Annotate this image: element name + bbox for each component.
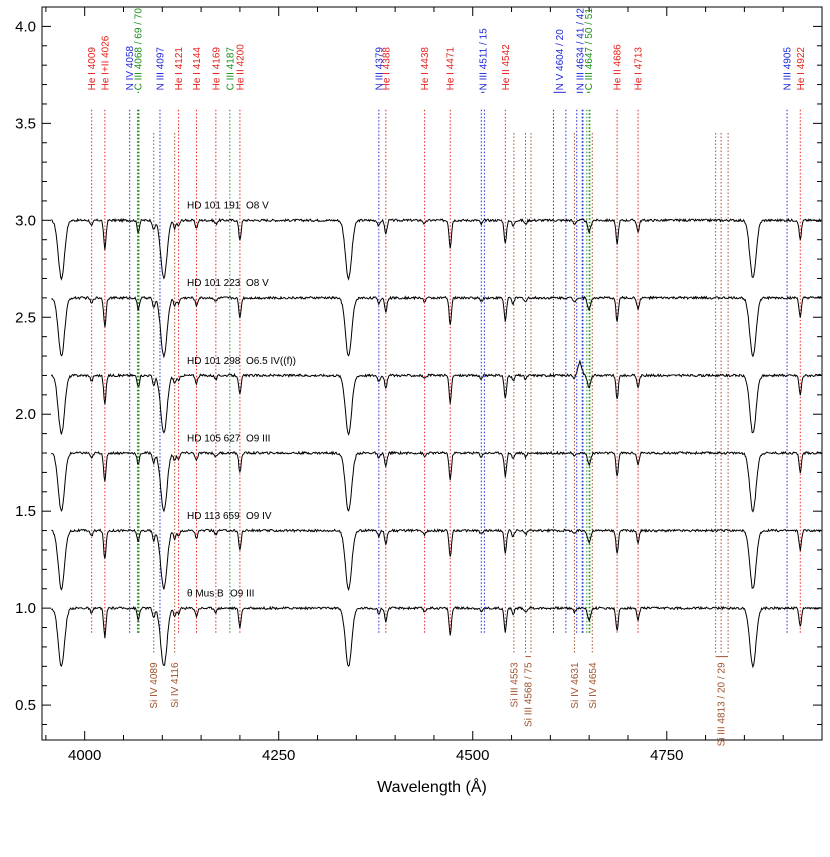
spectrum-line bbox=[50, 359, 822, 436]
y-tick-label: 0.5 bbox=[15, 697, 36, 714]
line-id-label: He II 4686 bbox=[613, 44, 624, 91]
si-line-label: Si III 4553 bbox=[509, 662, 520, 707]
x-tick-label: 4750 bbox=[650, 747, 683, 764]
y-axis-ticks: 0.5 1.0 1.5 2.0 2.5 3.0 3.5 4.0 bbox=[15, 18, 822, 725]
line-id-label: He I 4471 bbox=[446, 47, 457, 91]
line-id-label: He I 4009 bbox=[87, 47, 98, 91]
line-id-label: He I 4121 bbox=[174, 47, 185, 91]
star-sptype: O6.5 IV((f)) bbox=[246, 356, 296, 367]
y-tick-label: 1.5 bbox=[15, 503, 36, 520]
si-line-label: Si IV 4089 bbox=[149, 662, 160, 709]
line-id-markers bbox=[91, 91, 801, 658]
line-id-label: N III 4097 bbox=[155, 47, 166, 91]
line-id-label: He I 4438 bbox=[420, 47, 431, 91]
line-id-label: C III 4068 / 69 / 70 bbox=[134, 8, 145, 91]
spectrum-line bbox=[51, 217, 822, 281]
y-tick-label: 2.5 bbox=[15, 309, 36, 326]
y-tick-label: 2.0 bbox=[15, 406, 36, 423]
line-id-label: N V 4604 / 20 bbox=[555, 29, 566, 91]
star-name: HD 113 659 bbox=[187, 511, 240, 522]
x-tick-label: 4000 bbox=[68, 747, 101, 764]
line-id-label: N III 4511 / 15 bbox=[478, 28, 489, 91]
star-sptype: O9 IV bbox=[246, 511, 272, 522]
line-id-label: N III 4379 bbox=[374, 47, 385, 91]
line-id-label: N IV 4058 bbox=[125, 45, 136, 90]
spectrum-line bbox=[50, 450, 822, 513]
line-id-label: He I 4713 bbox=[634, 47, 645, 91]
spectrum-line bbox=[51, 528, 822, 592]
x-axis-ticks: 4000 4250 4500 4750 bbox=[45, 7, 823, 764]
star-name: HD 105 627 bbox=[187, 433, 241, 444]
si-line-label: Si III 4568 / 75 bbox=[523, 662, 534, 727]
y-tick-label: 3.0 bbox=[15, 212, 36, 229]
star-name: θ Mus B bbox=[187, 589, 224, 600]
x-tick-label: 4250 bbox=[262, 747, 295, 764]
star-labels: HD 101 191 O8 V HD 101 223 O8 V HD 101 298 O6… bbox=[187, 201, 296, 600]
spectrum-line bbox=[50, 605, 822, 669]
line-id-label: He I 4144 bbox=[192, 47, 203, 91]
x-axis-label: Wavelength (Å) bbox=[377, 777, 487, 796]
star-name: HD 101 223 bbox=[187, 278, 241, 289]
star-sptype: O8 V bbox=[246, 201, 269, 212]
line-id-label: C III 4187 bbox=[225, 47, 236, 91]
x-tick-label: 4500 bbox=[456, 747, 489, 764]
line-id-label: N III 4905 bbox=[783, 47, 794, 91]
line-id-label: C III 4647 / 50 / 51 bbox=[584, 8, 595, 91]
star-sptype: O8 V bbox=[246, 278, 269, 289]
line-id-label: He II 4200 bbox=[235, 44, 246, 91]
star-sptype: O9 III bbox=[230, 589, 254, 600]
line-id-label: He II 4542 bbox=[501, 44, 512, 91]
line-id-label: He I 4922 bbox=[796, 47, 807, 91]
star-sptype: O9 III bbox=[246, 433, 270, 444]
plot-frame bbox=[41, 6, 823, 741]
spectra bbox=[50, 217, 822, 669]
y-tick-label: 1.0 bbox=[15, 600, 36, 617]
y-tick-label: 4.0 bbox=[15, 18, 36, 35]
si-line-label: Si IV 4654 bbox=[588, 662, 599, 709]
line-id-label: He I 4388 bbox=[381, 47, 392, 91]
line-id-label: N III 4634 / 41 / 42 bbox=[575, 8, 586, 91]
star-name: HD 101 298 bbox=[187, 356, 241, 367]
si-line-label: Si IV 4631 bbox=[570, 662, 581, 709]
y-tick-label: 3.5 bbox=[15, 115, 36, 132]
line-id-label: He I 4169 bbox=[211, 47, 222, 91]
star-name: HD 101 191 bbox=[187, 201, 241, 212]
si-line-label: Si III 4813 / 20 / 29 bbox=[717, 662, 728, 746]
spectrum-line bbox=[51, 295, 822, 359]
si-line-label: Si IV 4116 bbox=[170, 662, 181, 708]
line-id-label: He I+II 4026 bbox=[100, 35, 111, 90]
